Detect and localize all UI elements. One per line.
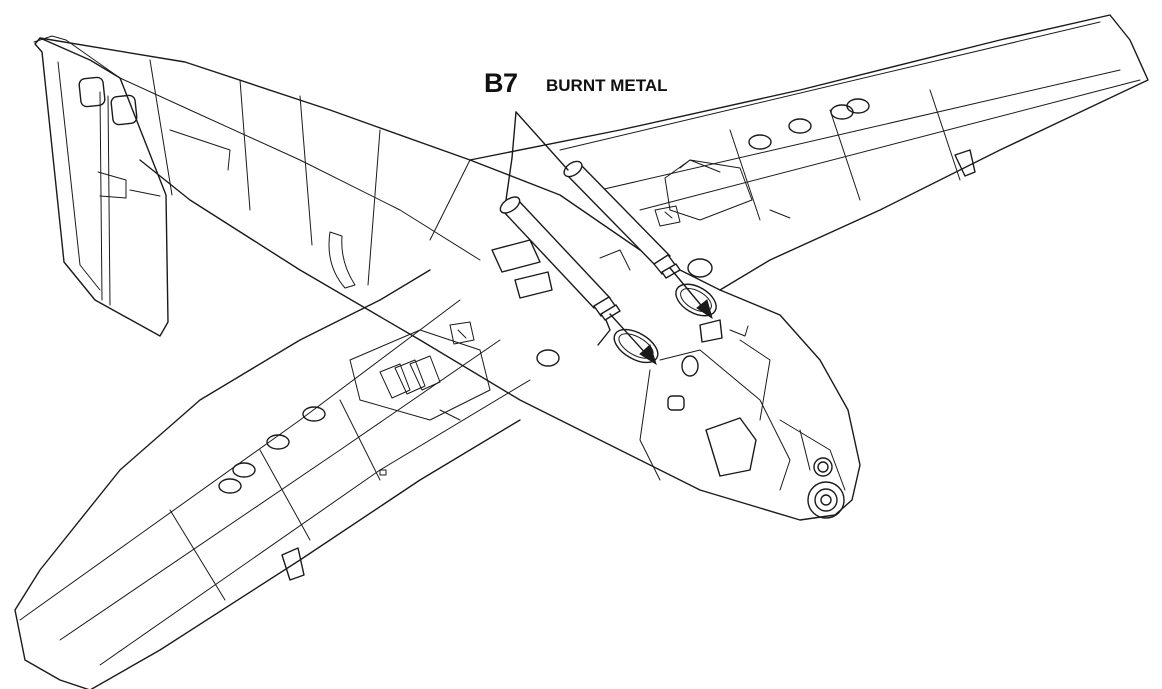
engine-openings [597,283,717,364]
paint-note-label: BURNT METAL [546,76,668,95]
arrow-head-upper [696,299,713,320]
lower-wing [14,269,560,689]
deck-panels [491,239,631,299]
tail-fin [33,35,169,337]
fuselage [39,37,861,521]
nose-section [639,319,846,519]
exhaust-pipe-parts [499,160,681,321]
upper-wing [469,14,1149,291]
leader-lines [505,111,713,366]
arrow-head-lower [639,344,657,366]
part-code-label: B7 [484,68,518,98]
